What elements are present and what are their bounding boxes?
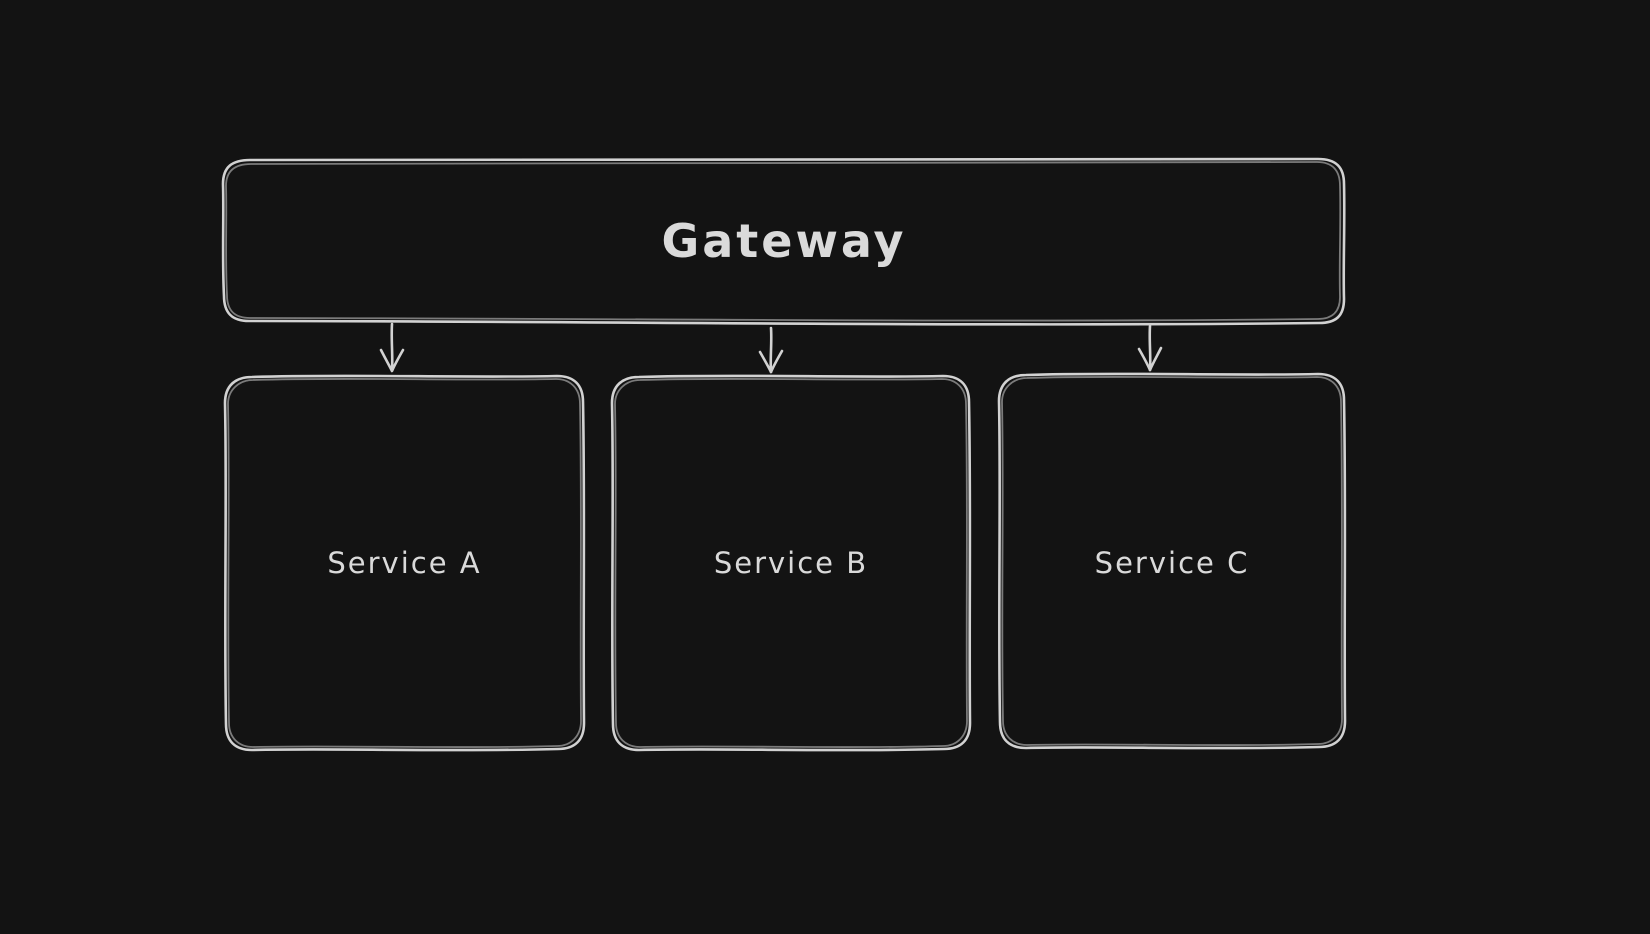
arrow-head — [379, 348, 405, 373]
service-b-box-outline-second-pass — [614, 377, 968, 749]
gateway-box-outline[interactable] — [221, 157, 1346, 326]
arrow-head — [1137, 346, 1163, 372]
service-c-box-outline-second-pass — [1001, 375, 1343, 747]
service-b-box-outline[interactable] — [610, 374, 972, 752]
edge-gateway-to-service-b[interactable] — [758, 326, 784, 374]
arrow-shaft — [769, 326, 773, 374]
service-a-box[interactable] — [223, 374, 586, 752]
edge-gateway-to-service-c[interactable] — [1137, 324, 1163, 372]
service-a-box-outline-second-pass — [227, 377, 582, 749]
service-b-box[interactable] — [610, 374, 972, 752]
arrow-shaft — [1148, 324, 1152, 372]
service-c-box-outline[interactable] — [997, 372, 1347, 750]
arrow-head — [758, 349, 784, 374]
arrow-shaft — [390, 322, 394, 372]
service-a-box-outline[interactable] — [223, 374, 586, 752]
gateway-box-outline-second-pass — [225, 161, 1342, 322]
gateway-box[interactable] — [221, 157, 1346, 326]
service-c-box[interactable] — [997, 372, 1347, 750]
edge-gateway-to-service-a[interactable] — [379, 322, 405, 373]
